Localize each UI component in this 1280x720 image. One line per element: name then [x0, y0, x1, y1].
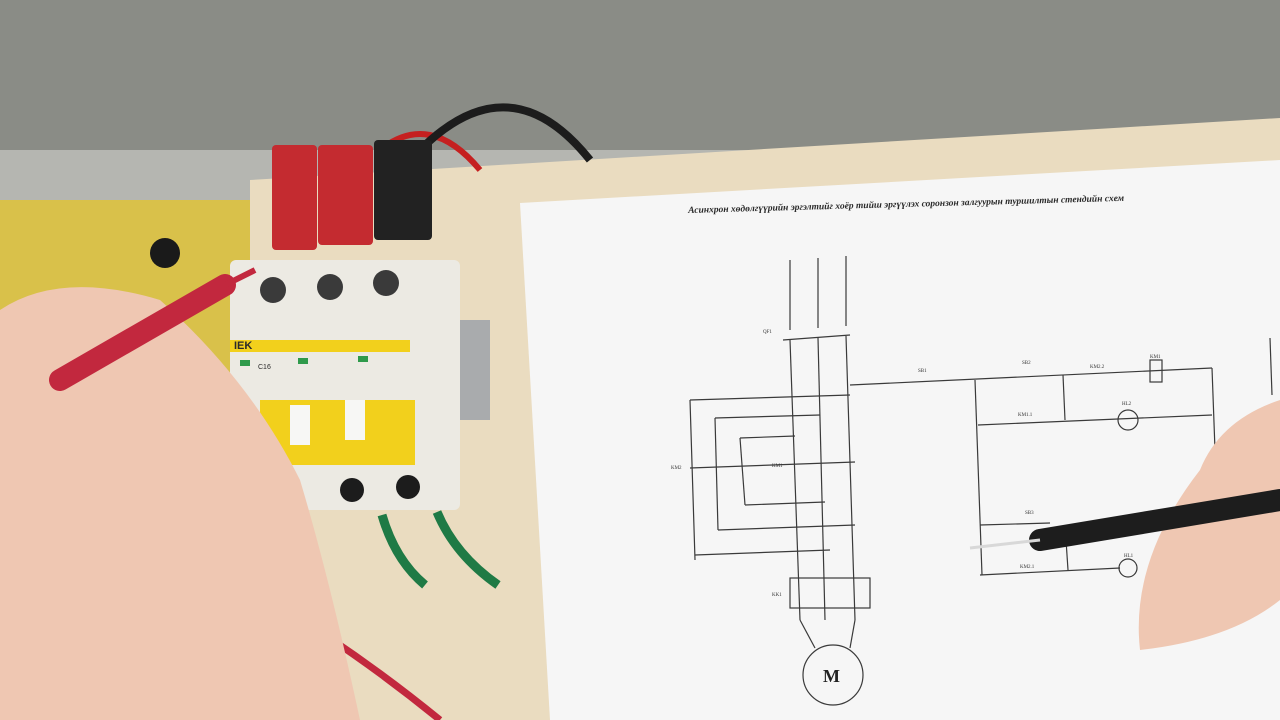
- schematic-label: KM2.1: [1020, 565, 1035, 570]
- schematic-label: HL1: [1124, 554, 1134, 559]
- motor-label: M: [823, 666, 840, 686]
- schematic-label: KM1.1: [1018, 413, 1033, 418]
- black-cable: [417, 103, 594, 163]
- left-hand: [0, 287, 360, 720]
- schematic-label: HL2: [1122, 402, 1132, 407]
- red-plug: [318, 145, 373, 245]
- right-hand: [1138, 400, 1280, 650]
- schematic-paper: [520, 160, 1280, 720]
- schematic-label: KK1: [772, 593, 782, 598]
- schematic-label: KM2: [671, 466, 682, 471]
- schematic-label: QF1: [763, 330, 772, 335]
- red-probe: [49, 274, 236, 391]
- panel-socket: [150, 238, 180, 268]
- red-plug: [272, 145, 317, 250]
- upper-wall: [0, 0, 1280, 150]
- schematic-label: KM1: [772, 464, 783, 469]
- schematic-label: SB3: [1025, 511, 1034, 516]
- schematic-drawing: [689, 256, 1273, 706]
- black-probe: [1029, 489, 1280, 551]
- black-plug: [374, 140, 432, 240]
- schematic-label: KM1: [1150, 355, 1161, 360]
- black-probe-tip: [969, 538, 1041, 550]
- green-wire: [432, 510, 501, 589]
- schematic-label: KM2.2: [1090, 365, 1105, 370]
- schematic-label: SB1: [918, 369, 927, 374]
- breaker-brand: IEK: [234, 340, 252, 352]
- schematic-label: SB2: [1022, 361, 1031, 366]
- green-wire: [377, 513, 428, 589]
- red-probe-tip: [223, 267, 257, 288]
- breaker-rating: C16: [258, 364, 271, 371]
